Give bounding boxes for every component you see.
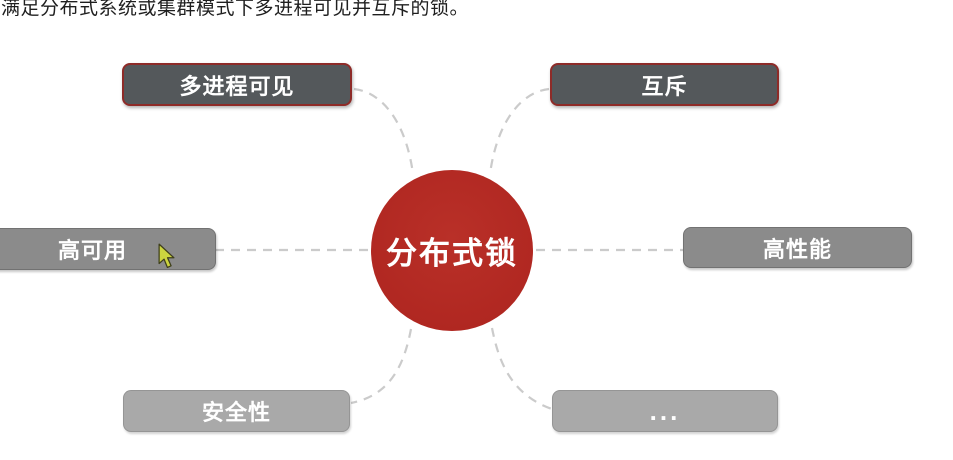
- node-mutual-exclusion[interactable]: 互斥: [550, 63, 779, 106]
- connector-bottom-left: [350, 328, 413, 405]
- node-label: ...: [649, 395, 681, 426]
- heading-text: 满足分布式系统或集群模式下多进程可见并互斥的锁。: [1, 0, 470, 19]
- node-label: 高可用: [57, 238, 127, 263]
- node-more[interactable]: ...: [552, 390, 778, 432]
- node-label: 安全性: [201, 400, 271, 425]
- center-node-distributed-lock[interactable]: 分布式锁: [371, 170, 533, 331]
- connector-top-left: [353, 87, 415, 175]
- node-safety[interactable]: 安全性: [123, 390, 350, 432]
- node-high-performance[interactable]: 高性能: [683, 227, 912, 268]
- center-node-label: 分布式锁: [386, 236, 518, 271]
- connector-top-right: [488, 87, 550, 175]
- connector-bottom-right: [490, 327, 553, 411]
- node-label: 高性能: [762, 236, 832, 262]
- node-label: 互斥: [641, 73, 688, 99]
- node-label: 多进程可见: [179, 73, 295, 99]
- node-multi-process-visible[interactable]: 多进程可见: [122, 63, 352, 106]
- node-high-availability[interactable]: 高可用: [0, 228, 216, 270]
